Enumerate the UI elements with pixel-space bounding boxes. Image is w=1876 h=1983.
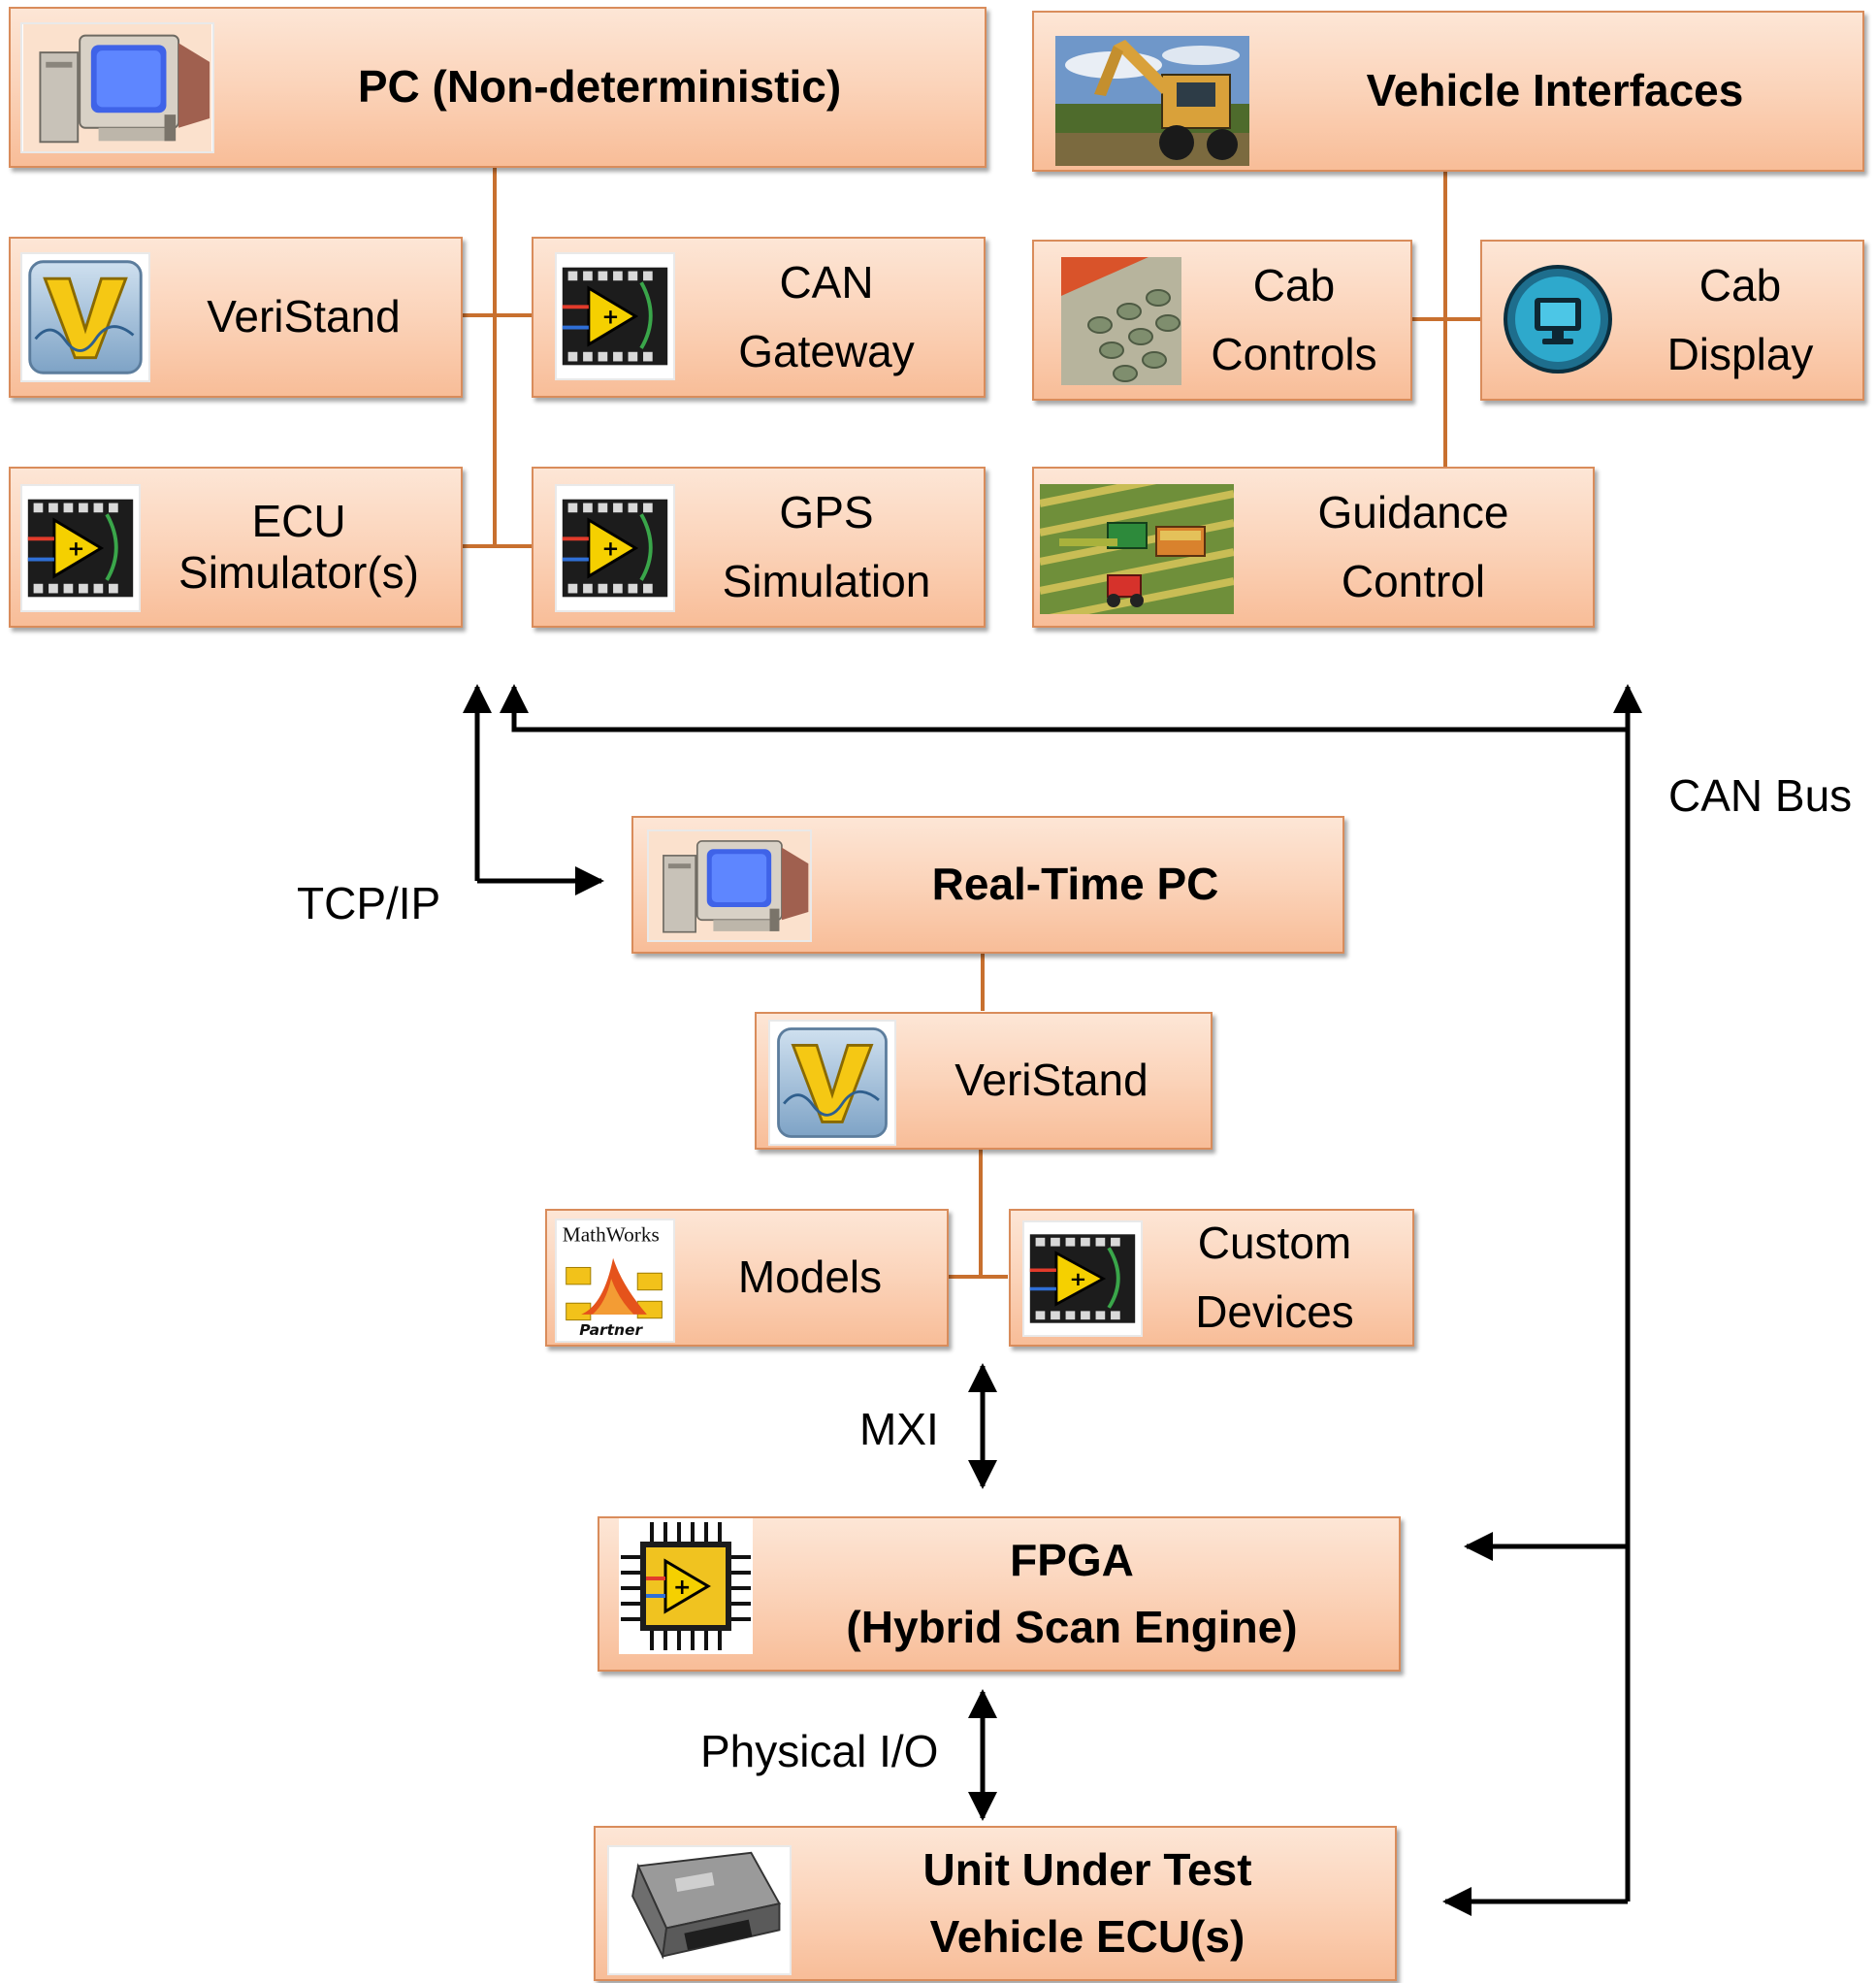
svg-text:MathWorks: MathWorks: [563, 1222, 660, 1246]
can-bus-arrow-pc: [500, 684, 1628, 732]
mxi-label: MXI: [859, 1404, 939, 1454]
svg-text:+: +: [673, 1576, 691, 1600]
svg-text:+: +: [1069, 1268, 1086, 1290]
custom-devices-label-line-2: Devices: [1195, 1286, 1354, 1337]
computer-icon: [647, 829, 812, 942]
tractor-field-icon: [1040, 484, 1234, 614]
labview-vi-icon: +: [1022, 1220, 1143, 1337]
cab-controls-node: Cab Controls: [1032, 240, 1412, 401]
cab-display-node: Cab Display: [1480, 240, 1864, 401]
gps-simulation-label-line-1: GPS: [779, 486, 874, 537]
veristand-icon: [20, 252, 150, 382]
custom-devices-label-line-1: Custom: [1197, 1217, 1352, 1268]
monitor-icon: [1502, 263, 1614, 375]
gps-simulation-node: + GPS Simulation: [532, 467, 986, 628]
veristand-rt-node: VeriStand: [755, 1012, 1213, 1150]
fpga-label-line-2: (Hybrid Scan Engine): [846, 1602, 1298, 1652]
pc-node: PC (Non-deterministic): [9, 7, 987, 168]
veristand-top-node: VeriStand: [9, 237, 463, 398]
models-node: MathWorks Partner Models: [545, 1209, 949, 1347]
pc-tree-lines: [462, 167, 532, 548]
vehicle-tree-lines: [1411, 171, 1480, 467]
can-bus-label: CAN Bus: [1668, 770, 1853, 821]
computer-icon: [20, 22, 214, 153]
svg-text:+: +: [601, 306, 619, 330]
physical-io-label: Physical I/O: [700, 1726, 939, 1776]
veristand-icon: [768, 1020, 896, 1146]
uut-node: Unit Under Test Vehicle ECU(s): [594, 1826, 1397, 1981]
cab-display-label-line-1: Cab: [1698, 259, 1782, 310]
realtime-pc-label: Real-Time PC: [931, 859, 1219, 910]
labview-vi-icon: +: [555, 252, 675, 380]
veristand-rt-label: VeriStand: [954, 1055, 1148, 1106]
gps-simulation-label-line-2: Simulation: [722, 556, 931, 606]
can-gateway-node: + CAN Gateway: [532, 237, 986, 398]
can-gateway-label-line-2: Gateway: [738, 326, 915, 376]
cab-display-label-line-2: Display: [1666, 329, 1814, 379]
ecu-simulators-label-line-2: Simulator(s): [178, 547, 419, 598]
realtime-pc-node: Real-Time PC: [631, 816, 1344, 954]
vehicle-interfaces-node: Vehicle Interfaces: [1032, 11, 1864, 172]
ecu-module-icon: [607, 1845, 792, 1975]
pc-label-line-1: PC (Non-deterministic): [357, 61, 842, 113]
fpga-node: + FPGA (Hybrid Scan Engine): [598, 1516, 1401, 1672]
uut-label-line-1: Unit Under Test: [922, 1844, 1252, 1895]
buttons-photo-icon: [1061, 257, 1181, 385]
tcpip-label: TCP/IP: [297, 878, 441, 928]
svg-text:+: +: [601, 537, 619, 562]
cab-controls-label-line-2: Controls: [1211, 329, 1377, 379]
backhoe-photo-icon: [1055, 36, 1249, 166]
rt-tree-lines: [948, 953, 1008, 1279]
guidance-control-node: Guidance Control: [1032, 467, 1595, 628]
cab-controls-label-line-1: Cab: [1252, 259, 1336, 310]
can-gateway-label-line-1: CAN: [779, 256, 874, 308]
labview-vi-icon: +: [20, 484, 141, 612]
models-label: Models: [737, 1252, 883, 1303]
ecu-simulators-label-line-1: ECU: [251, 496, 346, 547]
uut-label-line-2: Vehicle ECU(s): [929, 1911, 1245, 1962]
fpga-label-line-1: FPGA: [1010, 1535, 1134, 1585]
svg-text:+: +: [67, 537, 84, 562]
custom-devices-node: + Custom Devices: [1009, 1209, 1414, 1347]
ecu-simulators-node: + ECU Simulator(s): [9, 467, 463, 628]
labview-vi-icon: +: [555, 484, 675, 612]
guidance-control-label-line-1: Guidance: [1317, 486, 1509, 537]
svg-text:Partner: Partner: [579, 1321, 643, 1339]
veristand-top-label: VeriStand: [207, 291, 401, 342]
mathworks-partner-icon: MathWorks Partner: [555, 1219, 675, 1343]
guidance-control-label-line-2: Control: [1341, 556, 1486, 606]
fpga-chip-icon: +: [619, 1518, 753, 1654]
vehicle-interfaces-label: Vehicle Interfaces: [1366, 65, 1744, 116]
